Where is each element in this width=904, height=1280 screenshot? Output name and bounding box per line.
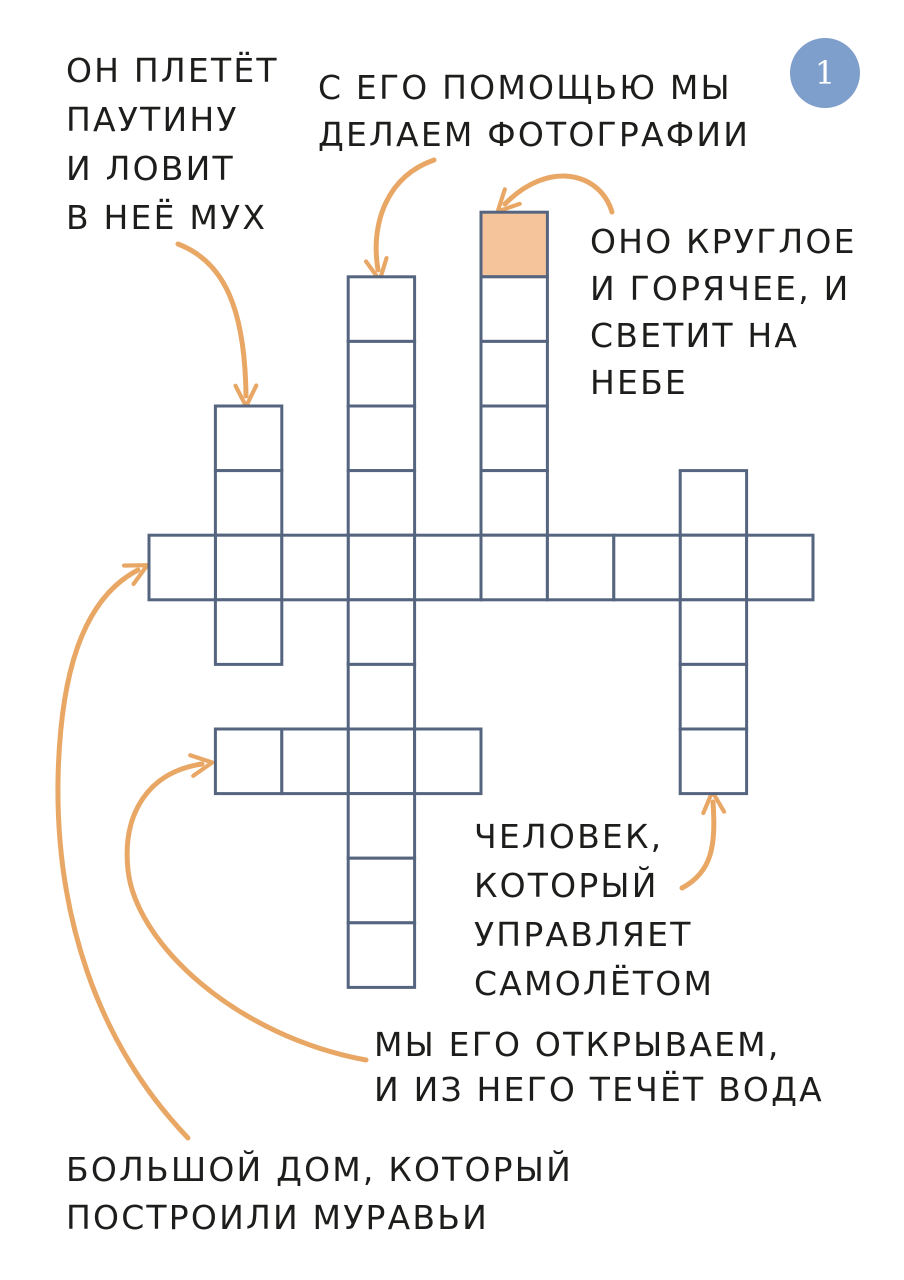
crossword-cell[interactable] <box>346 921 417 989</box>
clue-arrows <box>55 157 727 1141</box>
crossword-cell-highlighted[interactable] <box>479 210 549 279</box>
crossword-cell[interactable] <box>346 598 417 666</box>
arrow-tap <box>124 753 369 1063</box>
crossword-cell[interactable] <box>678 598 749 666</box>
crossword-cell[interactable] <box>479 404 549 473</box>
crossword-cell[interactable] <box>479 533 549 602</box>
arrow-sun <box>495 173 615 215</box>
crossword-cell[interactable] <box>678 533 749 602</box>
clue-tap: МЫ ЕГО ОТКРЫВАЕМ, И ИЗ НЕГО ТЕЧЁТ ВОДА <box>374 1025 824 1109</box>
crossword-cell[interactable] <box>346 404 417 473</box>
crossword-cell[interactable] <box>479 339 549 408</box>
crossword-cell[interactable] <box>346 533 417 602</box>
arrow-camera <box>363 157 437 283</box>
clue-anthill: БОЛЬШОЙ ДОМ, КОТОРЫЙ ПОСТРОИЛИ МУРАВЬИ <box>66 1150 573 1237</box>
crossword-cell[interactable] <box>745 533 815 602</box>
crossword-cell[interactable] <box>413 533 483 602</box>
crossword-cell[interactable] <box>678 727 749 796</box>
crossword-cell[interactable] <box>479 469 549 537</box>
crossword-cell[interactable] <box>346 275 417 343</box>
arrow-anthill <box>55 563 191 1141</box>
crossword-cell[interactable] <box>479 275 549 343</box>
clue-pilot: ЧЕЛОВЕК, КОТОРЫЙ УПРАВЛЯЕТ САМОЛЁТОМ <box>474 817 715 1003</box>
arrow-spider <box>175 241 259 409</box>
crossword-cell[interactable] <box>545 533 616 602</box>
clue-camera: С ЕГО ПОМОЩЬЮ МЫ ДЕЛАЕМ ФОТОГРАФИИ <box>318 68 751 154</box>
crossword-cell[interactable] <box>612 533 682 602</box>
crossword-cell[interactable] <box>346 856 417 925</box>
crossword-cell[interactable] <box>147 533 217 602</box>
crossword-cell[interactable] <box>346 727 417 796</box>
crossword-cell[interactable] <box>346 662 417 731</box>
page-number-badge: 1 <box>790 38 860 108</box>
clue-sun: ОНО КРУГЛОЕ И ГОРЯЧЕЕ, И СВЕТИТ НА НЕБЕ <box>590 222 857 402</box>
arrow-pilot <box>679 789 727 891</box>
crossword-cell[interactable] <box>678 469 749 537</box>
crossword-cell[interactable] <box>280 727 350 796</box>
crossword-cells <box>147 210 815 989</box>
crossword-cell[interactable] <box>213 727 284 796</box>
crossword-cell[interactable] <box>213 533 284 602</box>
crossword-cell[interactable] <box>213 469 284 537</box>
clue-spider: ОН ПЛЕТЁТ ПАУТИНУ И ЛОВИТ В НЕЁ МУХ <box>66 51 279 237</box>
crossword-cell[interactable] <box>346 792 417 860</box>
crossword-cell[interactable] <box>280 533 350 602</box>
crossword-cell[interactable] <box>413 727 483 796</box>
crossword-cell[interactable] <box>678 662 749 731</box>
crossword-cell[interactable] <box>213 598 284 666</box>
crossword-cell[interactable] <box>346 339 417 408</box>
crossword-cell[interactable] <box>346 469 417 537</box>
crossword-cell[interactable] <box>213 404 284 473</box>
